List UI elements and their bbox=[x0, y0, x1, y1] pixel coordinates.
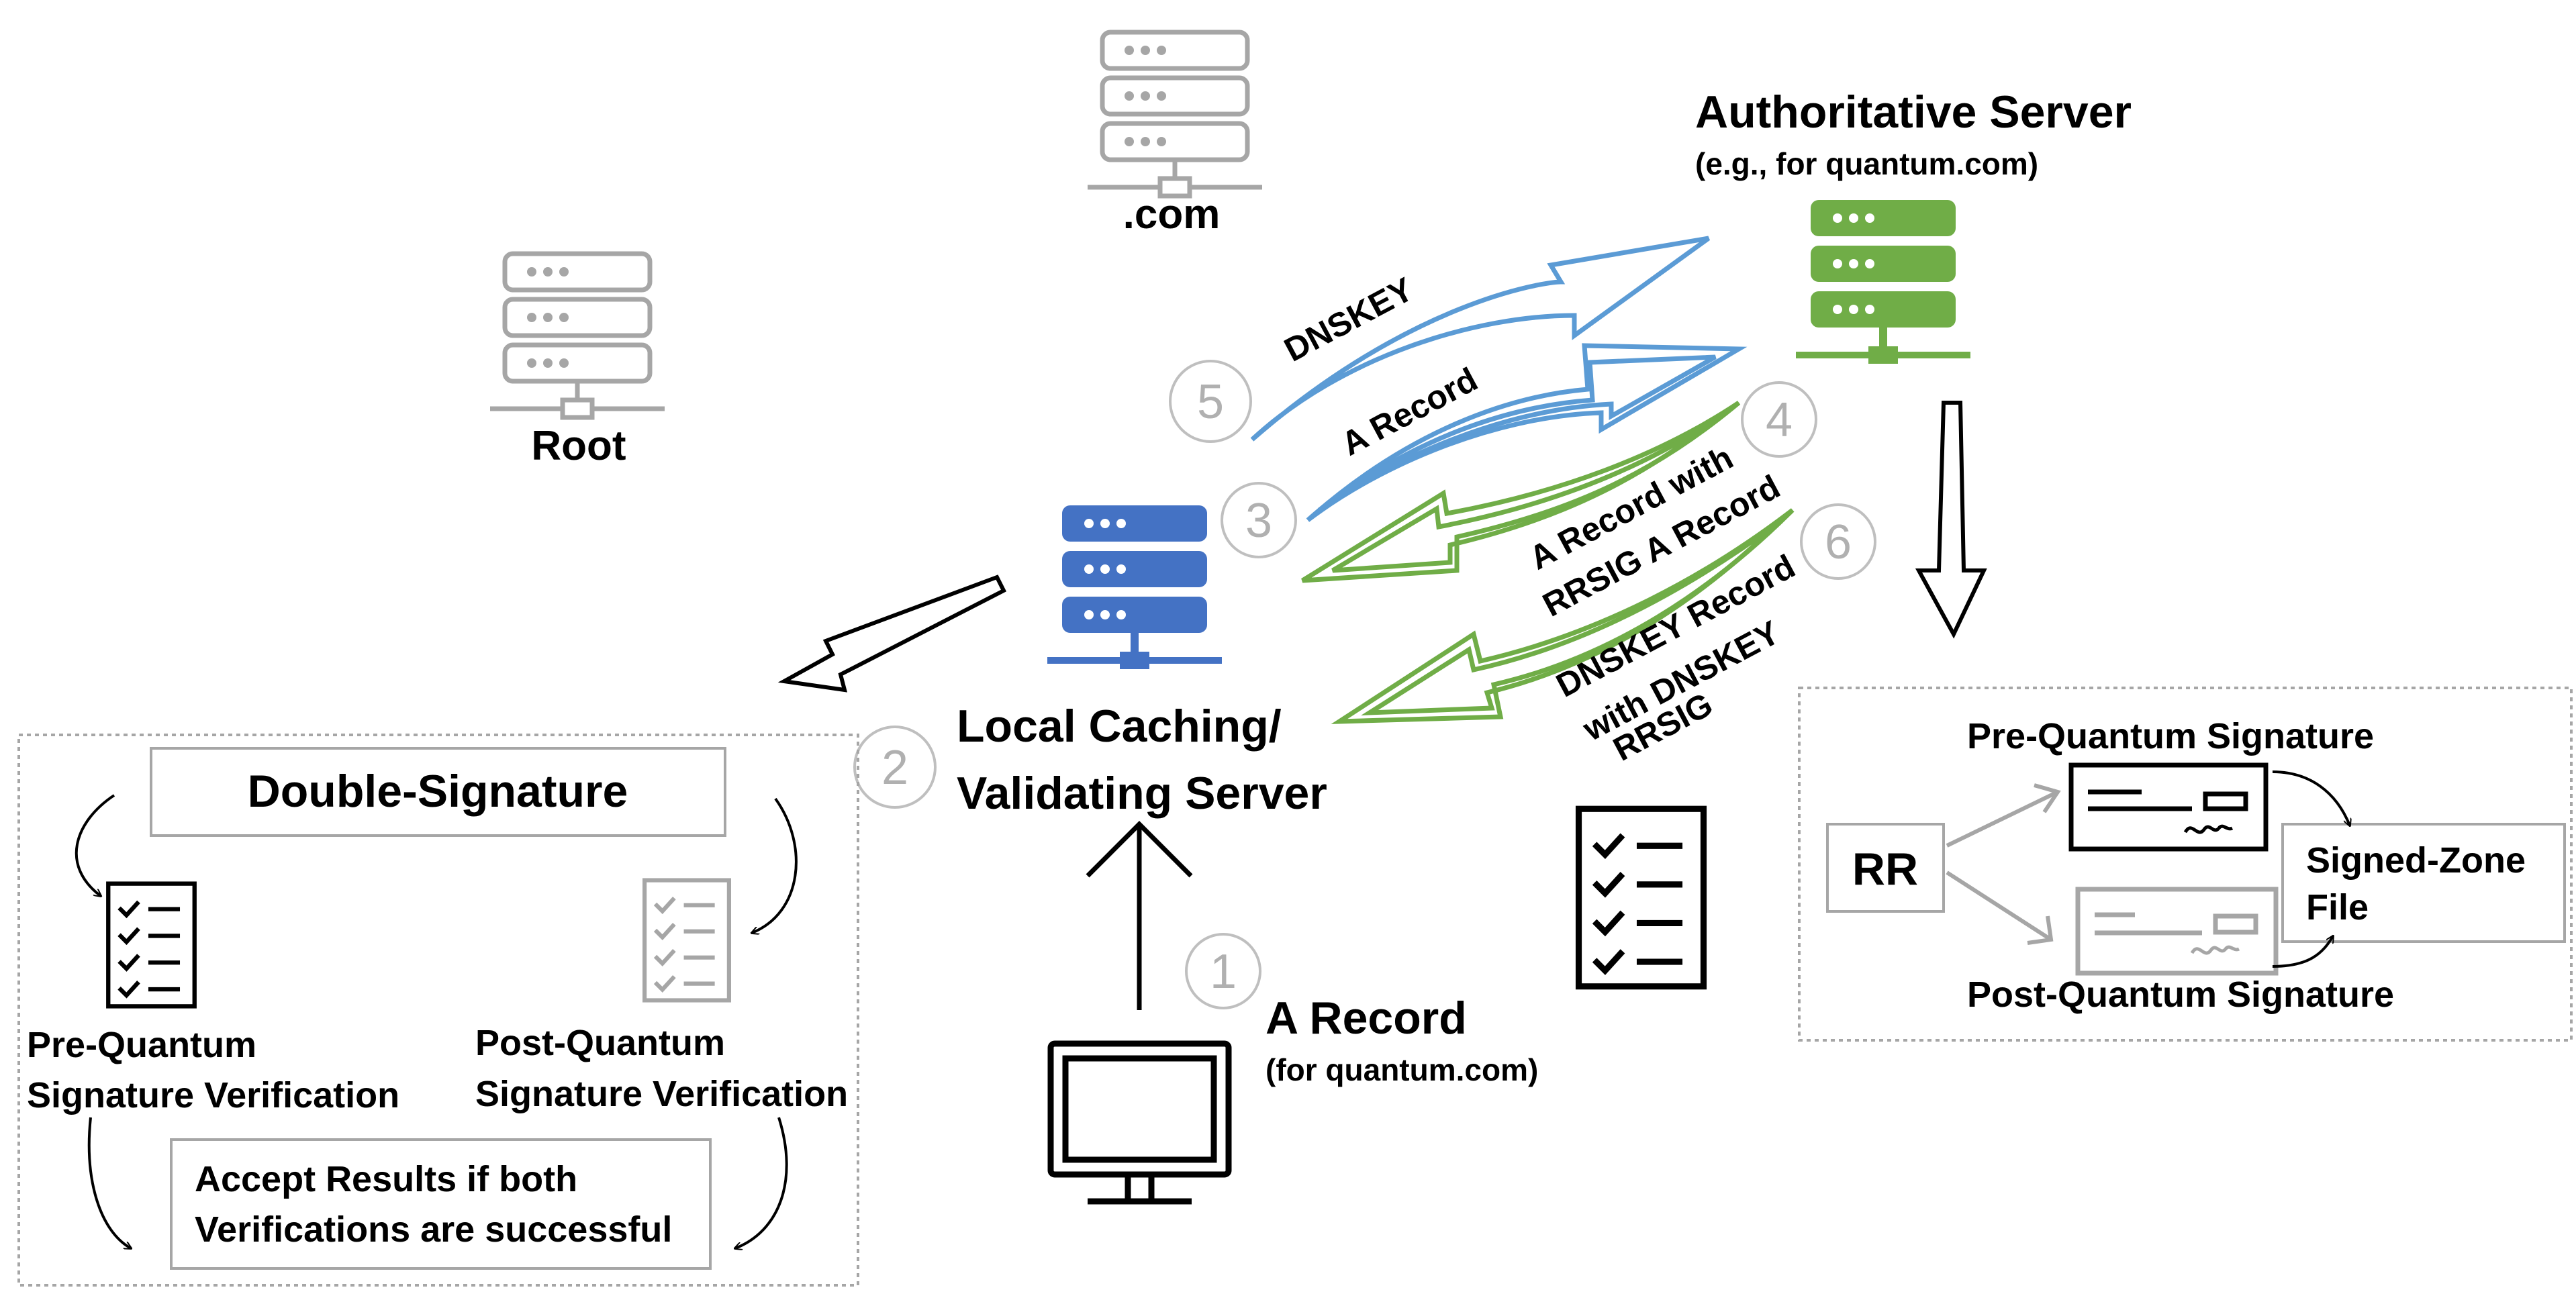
dnskey-query-arrow bbox=[1250, 236, 1711, 442]
root-label: Root bbox=[531, 423, 626, 469]
local-title-line2: Validating Server bbox=[957, 768, 1327, 819]
a-record-rrsig-response-arrow bbox=[1301, 401, 1741, 583]
dnskey-rrsig-response-arrow bbox=[1331, 508, 1795, 724]
dnskey-label: DNSKEY bbox=[1278, 270, 1419, 368]
signed-zone-file-box bbox=[2281, 823, 2566, 943]
arrow-to-signed-zone bbox=[1915, 401, 1987, 639]
double-signature-panel: Double-Signature Pre-Quantum Signature V… bbox=[17, 734, 859, 1287]
signed-zone-panel: Pre-Quantum Signature RR Signed-Zone bbox=[1798, 687, 2573, 1042]
step-5-number: 5 bbox=[1197, 375, 1224, 429]
authoritative-title: Authoritative Server bbox=[1695, 87, 2132, 138]
double-signature-title-box bbox=[150, 747, 726, 837]
pre-quantum-signature-label: Pre-Quantum Signature bbox=[1967, 716, 2374, 756]
checklist-icon bbox=[1579, 809, 1704, 987]
post-quantum-signature-card bbox=[2075, 887, 2279, 976]
client-title: A Record bbox=[1266, 993, 1467, 1044]
authoritative-server-icon bbox=[1796, 200, 1970, 364]
local-title-line1: Local Caching/ bbox=[957, 701, 1282, 752]
a-record-query-arrow bbox=[1306, 343, 1748, 522]
authoritative-subtitle: (e.g., for quantum.com) bbox=[1695, 146, 2038, 181]
step-3-circle bbox=[1221, 482, 1297, 558]
step-6-circle bbox=[1800, 503, 1876, 580]
dotcom-label: .com bbox=[1123, 191, 1221, 238]
verification-flow-arrows bbox=[75, 794, 798, 1248]
post-quantum-line2: Signature Verification bbox=[475, 1074, 848, 1114]
query-arrow bbox=[1086, 821, 1193, 1010]
step-1-circle bbox=[1185, 933, 1261, 1009]
step-4-circle bbox=[1741, 381, 1817, 458]
post-quantum-checklist-icon bbox=[645, 881, 729, 1001]
arrow-to-double-signature bbox=[777, 574, 1007, 693]
client-computer: A Record (for quantum.com) bbox=[1047, 993, 1538, 1205]
signed-zone-line2: File bbox=[2306, 887, 2369, 928]
step-2-circle bbox=[853, 726, 937, 809]
dotcom-server-icon bbox=[1088, 32, 1262, 196]
local-server: Local Caching/ Validating Server bbox=[957, 505, 1327, 819]
step-2-number: 2 bbox=[881, 741, 908, 795]
signature-to-file-arrows bbox=[2272, 770, 2350, 968]
pre-quantum-signature-card bbox=[2068, 762, 2269, 852]
accept-results-box bbox=[170, 1138, 712, 1270]
step-5-circle bbox=[1169, 360, 1252, 443]
root-server-icon bbox=[490, 254, 665, 417]
pre-quantum-line2: Signature Verification bbox=[27, 1075, 399, 1115]
post-quantum-signature-label: Post-Quantum Signature bbox=[1967, 974, 2394, 1015]
root-server: Root bbox=[490, 254, 665, 469]
rr-label: RR bbox=[1852, 844, 1918, 895]
accept-line2: Verifications are successful bbox=[195, 1209, 672, 1250]
accept-line1: Accept Results if both bbox=[195, 1159, 577, 1199]
monitor-icon bbox=[1047, 1040, 1232, 1205]
client-subtitle: (for quantum.com) bbox=[1266, 1052, 1538, 1087]
step-6-number: 6 bbox=[1825, 515, 1852, 569]
step-1-number: 1 bbox=[1210, 945, 1237, 999]
dotcom-server: .com bbox=[1088, 32, 1262, 238]
pre-quantum-line1: Pre-Quantum bbox=[27, 1025, 256, 1065]
local-server-icon bbox=[1047, 505, 1222, 669]
post-quantum-line1: Post-Quantum bbox=[475, 1023, 725, 1063]
pre-quantum-checklist-icon bbox=[108, 884, 194, 1007]
rr-signing-arrows bbox=[1946, 783, 2061, 945]
double-signature-title: Double-Signature bbox=[248, 766, 628, 817]
step-3-number: 3 bbox=[1245, 494, 1272, 548]
signed-zone-line1: Signed-Zone bbox=[2306, 840, 2526, 881]
step-circles bbox=[853, 360, 1876, 1009]
authoritative-server: Authoritative Server (e.g., for quantum.… bbox=[1695, 87, 2132, 364]
rr-box bbox=[1826, 823, 1945, 913]
step-4-number: 4 bbox=[1766, 393, 1793, 447]
